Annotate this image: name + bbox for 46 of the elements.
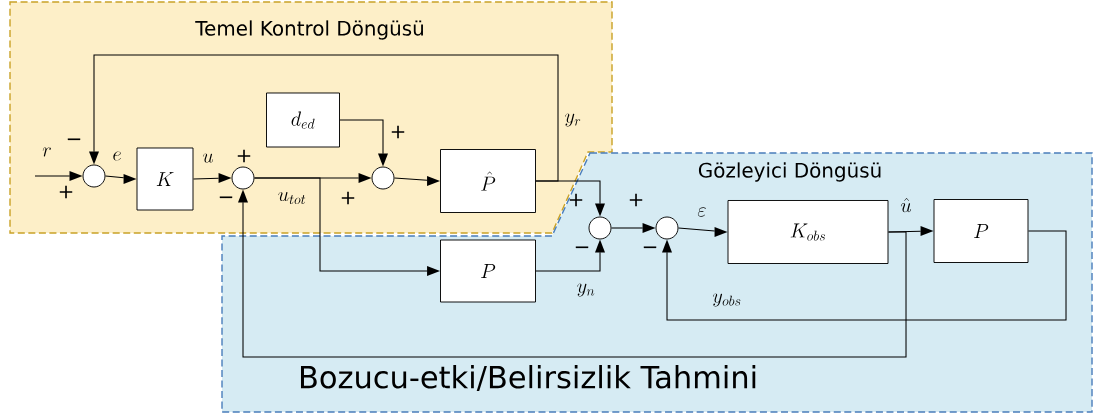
signal-label: $\hat{u}$ — [900, 198, 912, 213]
sum-junction — [588, 216, 612, 240]
arrow — [677, 227, 728, 237]
signal-label: $e$ — [113, 151, 121, 161]
block-box: $K$ — [136, 147, 194, 211]
arrow — [535, 180, 605, 217]
region-title: Gözleyici Döngüsü — [698, 162, 881, 182]
arrow — [89, 54, 559, 182]
region-title: Temel Kontrol Döngüsü — [195, 20, 423, 40]
arrow — [238, 189, 907, 358]
sign-label: + — [569, 193, 583, 207]
block-box: $P$ — [933, 199, 1029, 263]
signal-label: $y_{obs}$ — [712, 293, 741, 307]
signal-label: $\varepsilon$ — [697, 207, 706, 217]
sign-label: − — [575, 246, 589, 249]
sum-junction — [655, 216, 679, 240]
signal-label: $u$ — [202, 153, 214, 163]
block-box: $P$ — [440, 239, 536, 303]
sign-label: + — [391, 125, 405, 139]
sign-label: + — [59, 185, 73, 199]
arrow — [34, 171, 83, 181]
arrow — [535, 239, 605, 272]
arrow — [610, 223, 656, 233]
signal-label: $r$ — [42, 147, 51, 157]
arrow — [104, 174, 137, 184]
sign-label: + — [629, 193, 643, 207]
arrow — [192, 173, 232, 183]
sum-junction — [371, 166, 395, 190]
arrow — [339, 119, 388, 167]
signal-label: $y_{n}$ — [577, 283, 595, 297]
sum-junction — [231, 166, 255, 190]
block-box: $K_{obs}$ — [727, 200, 889, 264]
arrow — [662, 230, 1067, 321]
signal-label: $y_{r}$ — [565, 113, 581, 127]
block-box: $\hat{P}$ — [440, 149, 536, 213]
block-box: $d_{ed}$ — [266, 92, 340, 148]
signal-label: $u_{tot}$ — [278, 191, 306, 205]
sign-label: + — [341, 191, 355, 205]
sign-label: + — [237, 149, 251, 163]
region-title: Bozucu-etki/Belirsizlik Tahmini — [301, 365, 756, 391]
arrow — [393, 176, 441, 186]
sign-label: − — [219, 196, 233, 199]
sign-label: − — [67, 138, 81, 141]
arrow — [253, 177, 441, 276]
sum-junction — [82, 164, 106, 188]
sign-label: − — [643, 246, 657, 249]
